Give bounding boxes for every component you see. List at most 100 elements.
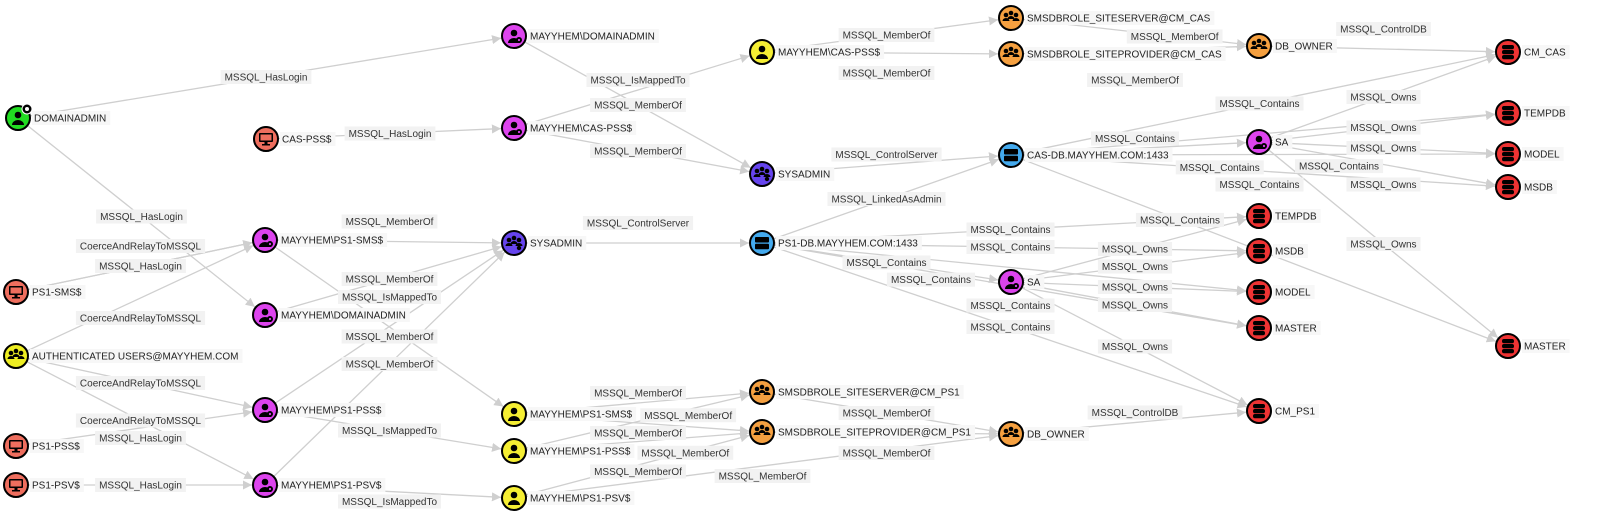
edge-label-text: MSSQL_MemberOf — [644, 411, 732, 422]
edge-label: MSSQL_Owns — [1346, 90, 1421, 104]
node-group-yellow[interactable]: AUTHENTICATED USERS@MAYYHEM.COM — [3, 343, 243, 369]
edge-label-text: MSSQL_HasLogin — [225, 73, 308, 84]
node-mssql-user[interactable]: MAYYHEM\PS1-SMS$ — [501, 401, 637, 427]
server-icon — [755, 237, 769, 250]
login-icon — [259, 233, 273, 247]
node-login[interactable]: MAYYHEM\DOMAINADMIN — [501, 23, 659, 49]
group-icon — [1250, 38, 1268, 49]
node-database[interactable]: MASTER — [1495, 333, 1570, 359]
user-icon — [508, 407, 520, 421]
node-label: SMSDBROLE_SITESERVER@CM_CAS — [1027, 14, 1211, 25]
node-database[interactable]: MSDB — [1495, 174, 1557, 200]
node-db-role[interactable]: DB_OWNER — [1246, 33, 1337, 59]
node-computer[interactable]: PS1-PSV$ — [3, 472, 84, 498]
node-computer[interactable]: CAS-PSS$ — [253, 126, 336, 152]
login-icon — [1005, 275, 1019, 289]
node-login[interactable]: MAYYHEM\PS1-PSS$ — [252, 397, 386, 423]
node-login[interactable]: MAYYHEM\PS1-SMS$ — [252, 227, 388, 253]
edge-label-text: MSSQL_MemberOf — [843, 31, 931, 42]
edge-label: MSSQL_MemberOf — [341, 329, 438, 344]
server-role-icon — [753, 166, 771, 182]
node-computer[interactable]: PS1-PSS$ — [3, 433, 84, 459]
edge-label: MSSQL_IsMappedTo — [586, 73, 690, 87]
node-server-role[interactable]: SYSADMIN — [501, 230, 587, 256]
edge[interactable] — [27, 408, 253, 445]
edge-label-text: MSSQL_IsMappedTo — [342, 293, 437, 304]
node-login[interactable]: SA — [998, 269, 1045, 295]
edge-label-text: MSSQL_Contains — [891, 275, 971, 286]
edge[interactable] — [525, 392, 750, 449]
edge-label-text: MSSQL_Owns — [1350, 240, 1416, 251]
node-server[interactable]: PS1-DB.MAYYHEM.COM:1433 — [749, 230, 922, 256]
node-label: MSDB — [1524, 183, 1553, 194]
edge-label: MSSQL_Owns — [1346, 177, 1421, 192]
edge-label: CoerceAndRelayToMSSQL — [75, 376, 206, 390]
node-label: MASTER — [1275, 324, 1317, 335]
edge[interactable] — [525, 432, 999, 498]
node-label: DB_OWNER — [1275, 42, 1333, 53]
node-server-role[interactable]: SYSADMIN — [749, 161, 835, 187]
node-db-role[interactable]: DB_OWNER — [998, 421, 1089, 447]
node-database[interactable]: MSDB — [1246, 238, 1308, 264]
node-label: CAS-DB.MAYYHEM.COM:1433 — [1027, 151, 1169, 162]
node-database[interactable]: TEMPDB — [1246, 203, 1321, 229]
owned-badge-icon — [21, 103, 33, 115]
node-login[interactable]: SA — [1246, 129, 1293, 155]
node-database[interactable]: TEMPDB — [1495, 100, 1570, 126]
node-database[interactable]: MODEL — [1246, 279, 1315, 305]
node-user[interactable]: DOMAINADMIN — [5, 103, 111, 131]
edge-label-text: MSSQL_MemberOf — [1131, 32, 1219, 43]
node-label: SA — [1027, 278, 1041, 289]
node-db-role[interactable]: SMSDBROLE_SITESERVER@CM_CAS — [998, 5, 1215, 31]
user-icon — [508, 444, 520, 458]
node-login[interactable]: MAYYHEM\PS1-PSV$ — [252, 472, 386, 498]
node-mssql-user[interactable]: MAYYHEM\CAS-PSS$ — [749, 39, 885, 65]
node-db-role[interactable]: SMSDBROLE_SITEPROVIDER@CM_CAS — [998, 41, 1226, 67]
edge-label: MSSQL_HasLogin — [95, 431, 186, 445]
node-login[interactable]: MAYYHEM\DOMAINADMIN — [252, 302, 410, 328]
node-database[interactable]: MASTER — [1246, 315, 1321, 341]
node-mssql-user[interactable]: MAYYHEM\PS1-PSS$ — [501, 438, 635, 464]
server-icon — [1004, 149, 1018, 162]
edge-label: MSSQL_Owns — [1097, 242, 1173, 256]
node-db-role[interactable]: SMSDBROLE_SITESERVER@CM_PS1 — [749, 379, 964, 405]
database-icon — [1502, 147, 1514, 162]
node-label: DB_OWNER — [1027, 430, 1085, 441]
edge-label-text: MSSQL_Contains — [970, 323, 1050, 334]
edge-label: MSSQL_IsMappedTo — [337, 290, 442, 304]
server-role-icon — [505, 235, 523, 251]
node-database[interactable]: CM_PS1 — [1246, 398, 1320, 424]
edge-label: MSSQL_Owns — [1097, 298, 1173, 312]
node-mssql-user[interactable]: MAYYHEM\PS1-PSV$ — [501, 485, 635, 511]
node-db-role[interactable]: SMSDBROLE_SITEPROVIDER@CM_PS1 — [749, 419, 975, 445]
edge[interactable] — [525, 54, 750, 126]
edge-label-text: MSSQL_Contains — [1140, 215, 1220, 226]
edge-label-text: MSSQL_MemberOf — [346, 275, 434, 286]
edge-label-text: MSSQL_Owns — [1102, 342, 1168, 353]
edge-label-text: MSSQL_HasLogin — [100, 212, 183, 223]
edge-label-text: MSSQL_Contains — [1219, 99, 1299, 110]
edge-label-text: MSSQL_MemberOf — [719, 472, 807, 483]
database-icon — [1253, 285, 1265, 300]
edge-label: MSSQL_Contains — [1215, 177, 1304, 192]
edge-label: MSSQL_Contains — [1135, 212, 1225, 227]
edge[interactable] — [26, 244, 254, 352]
node-server[interactable]: CAS-DB.MAYYHEM.COM:1433 — [998, 142, 1173, 168]
node-label: PS1-SMS$ — [32, 288, 82, 299]
node-label: MAYYHEM\CAS-PSS$ — [530, 124, 632, 135]
edge[interactable] — [274, 246, 504, 408]
edge-label-text: MSSQL_Contains — [1219, 180, 1299, 191]
node-login[interactable]: MAYYHEM\CAS-PSS$ — [501, 115, 637, 141]
computer-icon — [9, 479, 23, 492]
edge-label-text: MSSQL_LinkedAsAdmin — [831, 195, 941, 206]
user-icon — [508, 491, 520, 505]
edge-label-text: MSSQL_MemberOf — [594, 147, 682, 158]
node-database[interactable]: MODEL — [1495, 141, 1564, 167]
node-label: MAYYHEM\PS1-SMS$ — [281, 236, 383, 247]
edge-label-text: MSSQL_MemberOf — [346, 360, 434, 371]
node-database[interactable]: CM_CAS — [1495, 39, 1570, 65]
node-label: MAYYHEM\PS1-PSV$ — [530, 494, 631, 505]
node-computer[interactable]: PS1-SMS$ — [3, 279, 86, 305]
